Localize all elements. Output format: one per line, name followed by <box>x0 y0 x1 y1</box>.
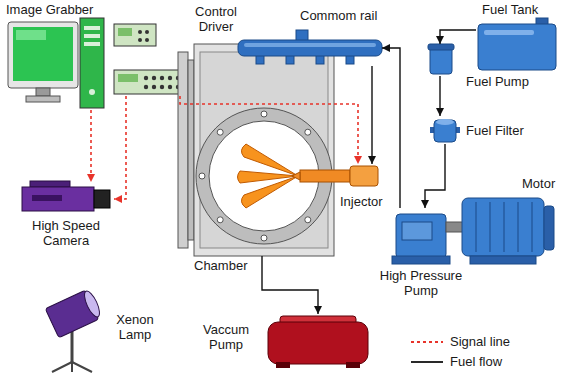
motor <box>446 198 554 264</box>
fuel-pump <box>428 44 454 74</box>
legend-text: Fuel flow <box>450 354 502 369</box>
driver-device <box>114 24 186 94</box>
pump-node: Vaccum Pump <box>266 314 372 370</box>
lamp-node: Xenon Lamp <box>36 292 112 372</box>
fuel-filter <box>430 119 460 142</box>
component-label: Xenon Lamp <box>112 312 158 342</box>
component-label: Fuel Pump <box>466 74 529 89</box>
fuel-line <box>382 48 400 208</box>
chamber-node: Chamber <box>176 40 338 256</box>
camera-icon <box>22 181 110 211</box>
pump-node: Fuel Pump <box>426 44 454 76</box>
legend-entry: Fuel flow <box>410 354 502 369</box>
legend-sample <box>410 355 444 369</box>
component-label: Injector <box>340 194 383 209</box>
computer-node: Image Grabber <box>6 18 106 110</box>
computer-icon <box>8 18 104 108</box>
fuel-tank <box>478 18 556 70</box>
signal-line <box>90 110 92 182</box>
chamber-body <box>178 44 334 256</box>
driver-node: Control Driver <box>112 22 188 96</box>
fuel-line <box>439 76 440 116</box>
signal-line <box>180 96 358 164</box>
injector-node: Injector <box>338 164 382 190</box>
legend-entry: Signal line <box>410 334 510 349</box>
xenon-lamp <box>45 289 102 372</box>
component-label: Motor <box>522 176 555 191</box>
high-pressure-pump <box>392 214 450 264</box>
fuel-line <box>425 144 445 208</box>
fuel-line <box>371 66 372 164</box>
signal-line <box>114 96 126 199</box>
component-label: Image Grabber <box>6 2 93 17</box>
component-label: Commom rail <box>300 8 377 23</box>
component-label: Control Driver <box>190 4 242 34</box>
filter-node: Fuel Filter <box>430 116 460 144</box>
injector-body <box>292 166 378 186</box>
tank-node: Fuel Tank <box>476 18 558 72</box>
component-label: Fuel Filter <box>466 123 524 138</box>
fuel-spray <box>238 144 299 208</box>
component-label: Vaccum Pump <box>196 322 256 352</box>
component-label: High Speed Camera <box>18 218 114 248</box>
fuel-line <box>262 256 318 314</box>
component-label: Chamber <box>194 258 247 273</box>
common-rail <box>238 30 382 64</box>
legend-text: Signal line <box>450 334 510 349</box>
fuel-line <box>440 30 476 44</box>
component-label: High Pressure Pump <box>373 268 469 298</box>
pump-node: High Pressure Pump <box>392 208 450 264</box>
rail-node: Commom rail <box>236 30 382 66</box>
motor-node: Motor <box>448 196 558 266</box>
component-label: Fuel Tank <box>482 2 538 17</box>
legend-sample <box>410 335 444 349</box>
vacuum-pump <box>268 316 368 368</box>
camera-node: High Speed Camera <box>18 182 114 214</box>
